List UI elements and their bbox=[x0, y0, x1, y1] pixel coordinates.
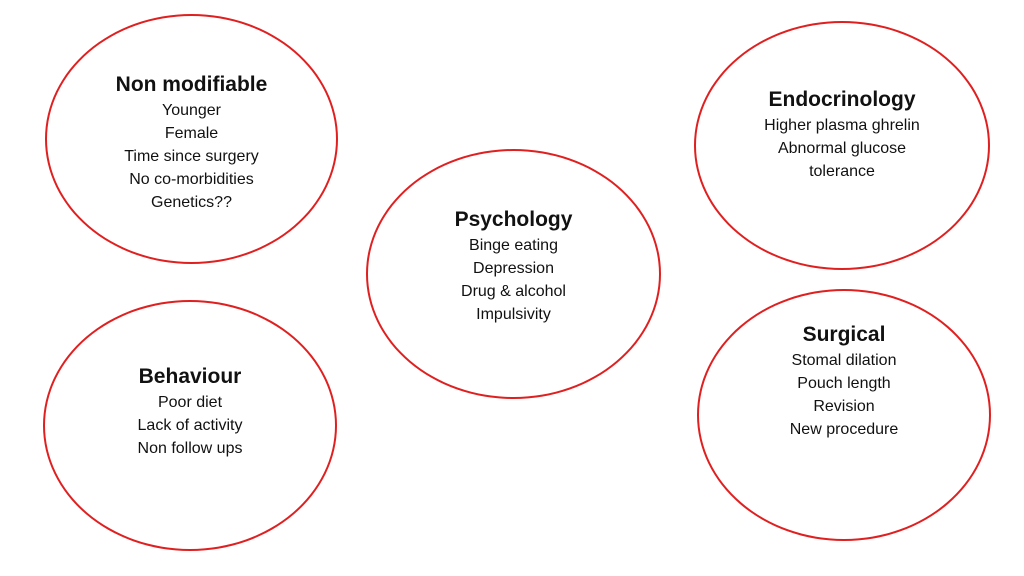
list-item: Time since surgery bbox=[124, 148, 259, 165]
list-item: tolerance bbox=[809, 163, 875, 180]
bubble-endocrinology-title: Endocrinology bbox=[768, 88, 916, 111]
bubble-endocrinology-list: Higher plasma ghrelin Abnormal glucose t… bbox=[696, 114, 988, 183]
bubble-surgical-content: Surgical Stomal dilation Pouch length Re… bbox=[699, 321, 989, 441]
list-item: Poor diet bbox=[157, 394, 223, 411]
list-item: Genetics?? bbox=[151, 194, 232, 211]
bubble-non-modifiable-title: Non modifiable bbox=[115, 73, 268, 96]
list-item: New procedure bbox=[789, 421, 899, 438]
bubble-psychology-list: Binge eating Depression Drug & alcohol I… bbox=[368, 234, 659, 326]
list-item: Drug & alcohol bbox=[461, 283, 566, 300]
bubble-surgical: Surgical Stomal dilation Pouch length Re… bbox=[697, 289, 991, 541]
list-item: No co-morbidities bbox=[129, 171, 254, 188]
bubble-non-modifiable-list: Younger Female Time since surgery No co-… bbox=[47, 99, 336, 214]
bubble-surgical-title: Surgical bbox=[802, 323, 886, 346]
bubble-behaviour-title: Behaviour bbox=[138, 365, 242, 388]
bubble-behaviour-list: Poor diet Lack of activity Non follow up… bbox=[45, 391, 335, 460]
list-item: Non follow ups bbox=[137, 440, 243, 457]
list-item: Revision bbox=[813, 398, 875, 415]
list-item: Stomal dilation bbox=[791, 352, 897, 369]
bubble-endocrinology: Endocrinology Higher plasma ghrelin Abno… bbox=[694, 21, 990, 270]
list-item: Abnormal glucose bbox=[777, 140, 907, 157]
list-item: Depression bbox=[473, 260, 554, 277]
list-item: Younger bbox=[161, 102, 222, 119]
list-item: Female bbox=[164, 125, 219, 142]
list-item: Higher plasma ghrelin bbox=[764, 117, 920, 134]
list-item: Binge eating bbox=[469, 237, 558, 254]
bubble-endocrinology-content: Endocrinology Higher plasma ghrelin Abno… bbox=[696, 86, 988, 183]
bubble-psychology-content: Psychology Binge eating Depression Drug … bbox=[368, 206, 659, 326]
bubble-psychology: Psychology Binge eating Depression Drug … bbox=[366, 149, 661, 399]
bubble-behaviour-content: Behaviour Poor diet Lack of activity Non… bbox=[45, 363, 335, 460]
list-item: Lack of activity bbox=[137, 417, 243, 434]
list-item: Pouch length bbox=[797, 375, 891, 392]
list-item: Impulsivity bbox=[476, 306, 551, 323]
bubble-psychology-title: Psychology bbox=[454, 208, 573, 231]
bubble-non-modifiable-content: Non modifiable Younger Female Time since… bbox=[47, 71, 336, 214]
bubble-surgical-list: Stomal dilation Pouch length Revision Ne… bbox=[699, 349, 989, 441]
bubble-behaviour: Behaviour Poor diet Lack of activity Non… bbox=[43, 300, 337, 551]
bubble-non-modifiable: Non modifiable Younger Female Time since… bbox=[45, 14, 338, 264]
